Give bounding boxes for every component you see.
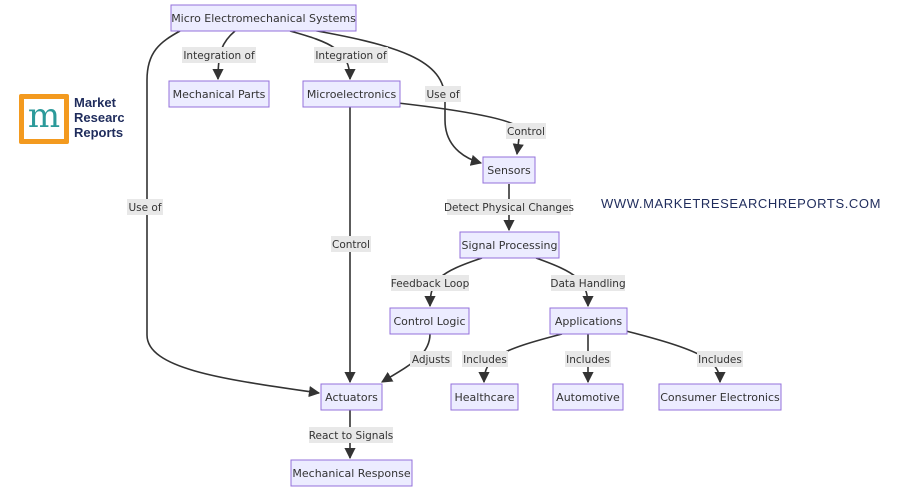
edge-label-text: Adjusts [412,354,450,366]
node-sensors: Sensors [482,156,536,184]
logo-letter: m [27,96,61,136]
node-consumer-electronics: Consumer Electronics [658,383,782,411]
edge-label: Adjusts [410,351,452,367]
edge-label: Feedback Loop [391,275,470,291]
edge-label-text: Control [332,239,370,251]
logo-line: Reports [74,125,124,140]
edge-label-text: Includes [463,354,507,366]
edge-label: Control [506,123,546,139]
node-mechanical-response: Mechanical Response [290,459,413,487]
edge-label: Control [331,236,371,252]
logo-mark: m [19,94,69,144]
node-automotive: Automotive [552,383,624,411]
node-mems: Micro Electromechanical Systems [170,4,357,32]
website-url: WWW.MARKETRESEARCHREPORTS.COM [601,196,882,211]
edge-label-text: Integration of [183,50,255,62]
node-label: Microelectronics [307,88,397,101]
edge-label: Includes [697,351,743,367]
edge-micro-sensors [397,102,524,156]
node-mechanical-parts: Mechanical Parts [168,80,270,108]
edge-label-text: Feedback Loop [391,278,470,290]
edge-label-text: Use of [426,89,459,101]
logo-wordmark: Market Research Reports [74,95,124,140]
edge-label: Includes [462,351,508,367]
node-label: Actuators [325,391,378,404]
node-label: Mechanical Response [292,467,410,480]
edge-label: Integration of [182,47,256,63]
node-label: Micro Electromechanical Systems [171,12,356,25]
edge-label: Data Handling [550,275,626,291]
edge-label-text: React to Signals [309,430,394,442]
node-signal-processing: Signal Processing [459,231,560,259]
node-label: Mechanical Parts [173,88,266,101]
node-actuators: Actuators [320,383,383,411]
edge-label-text: Use of [128,202,161,214]
node-label: Automotive [556,391,620,404]
edge-label-text: Detect Physical Changes [444,202,574,214]
logo-line: Research [74,110,124,125]
node-label: Consumer Electronics [660,391,780,404]
edge-label: Integration of [314,47,388,63]
node-applications: Applications [549,307,628,335]
edge-label: Includes [565,351,611,367]
edge-label-text: Includes [698,354,742,366]
node-microelectronics: Microelectronics [302,80,401,108]
edge-mems-actuators [146,30,321,398]
edge-label: React to Signals [309,427,394,443]
edge-label-text: Integration of [315,50,387,62]
edge-label-text: Control [507,126,545,138]
edge-label: Use of [425,86,461,102]
edge-label: Use of [127,199,163,215]
node-healthcare: Healthcare [450,383,519,411]
node-label: Signal Processing [461,239,557,252]
node-label: Sensors [487,164,531,177]
node-control-logic: Control Logic [389,307,470,335]
edge-label-text: Includes [566,354,610,366]
market-research-reports-logo: m Market Research Reports [19,94,124,146]
edge-label-text: Data Handling [550,278,625,290]
node-label: Healthcare [455,391,515,404]
node-label: Applications [555,315,622,328]
logo-line: Market [74,95,116,110]
edge-label: Detect Physical Changes [444,199,574,215]
node-label: Control Logic [393,315,465,328]
